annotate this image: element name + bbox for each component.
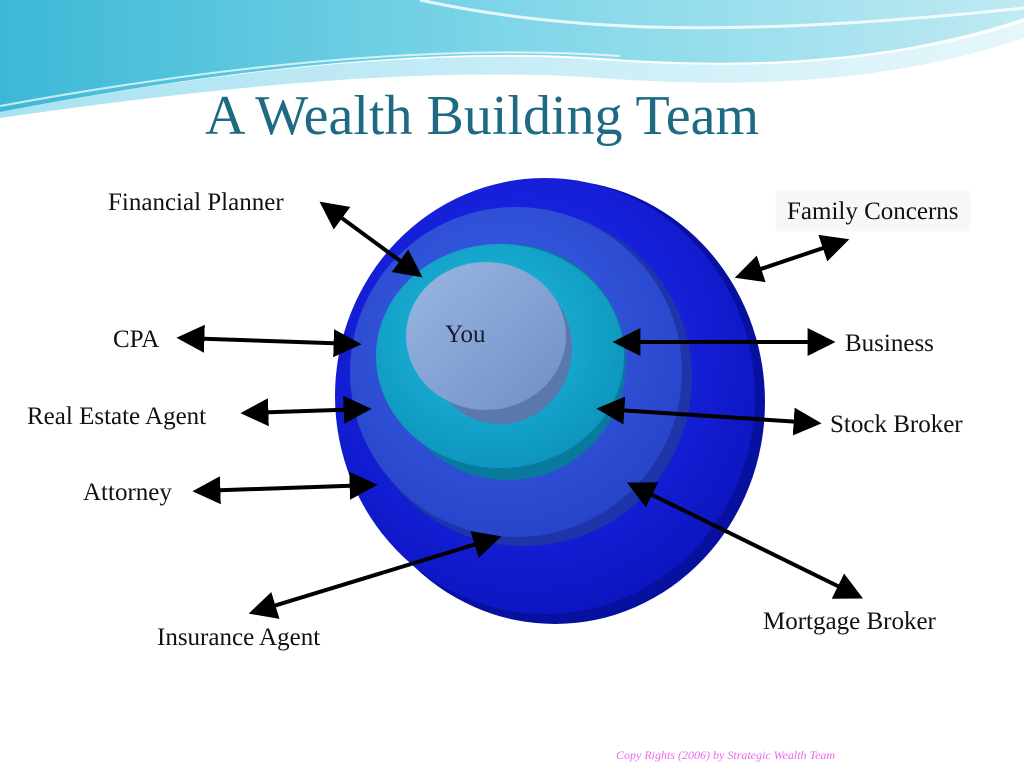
- label-insurance-agent: Insurance Agent: [157, 624, 321, 651]
- team-rings: [335, 178, 765, 624]
- arrow-real-estate-agent: [240, 395, 372, 427]
- label-stock-broker: Stock Broker: [830, 411, 963, 438]
- slide-title: A Wealth Building Team: [204, 85, 760, 147]
- label-mortgage-broker: Mortgage Broker: [763, 608, 936, 635]
- arrow-insurance-agent: [248, 531, 502, 619]
- arrow-mortgage-broker: [626, 482, 864, 599]
- label-family-concerns: Family Concerns: [777, 192, 969, 230]
- arrow-financial-planner: [319, 201, 423, 278]
- label-cpa: CPA: [113, 326, 160, 353]
- header-wave: [0, 0, 1024, 118]
- center-disc: [406, 262, 566, 410]
- label-real-estate-agent: Real Estate Agent: [27, 403, 207, 430]
- label-you: You: [445, 321, 486, 348]
- label-financial-planner: Financial Planner: [108, 189, 284, 216]
- team-arrows: [176, 201, 864, 619]
- copyright-footer: Copy Rights (2006) by Strategic Wealth T…: [616, 748, 836, 762]
- arrow-cpa: [176, 324, 362, 358]
- label-business: Business: [845, 330, 934, 357]
- arrow-attorney: [192, 471, 378, 505]
- label-attorney: Attorney: [83, 479, 172, 506]
- arrow-stock-broker: [596, 396, 822, 436]
- arrow-family-concerns: [734, 234, 850, 283]
